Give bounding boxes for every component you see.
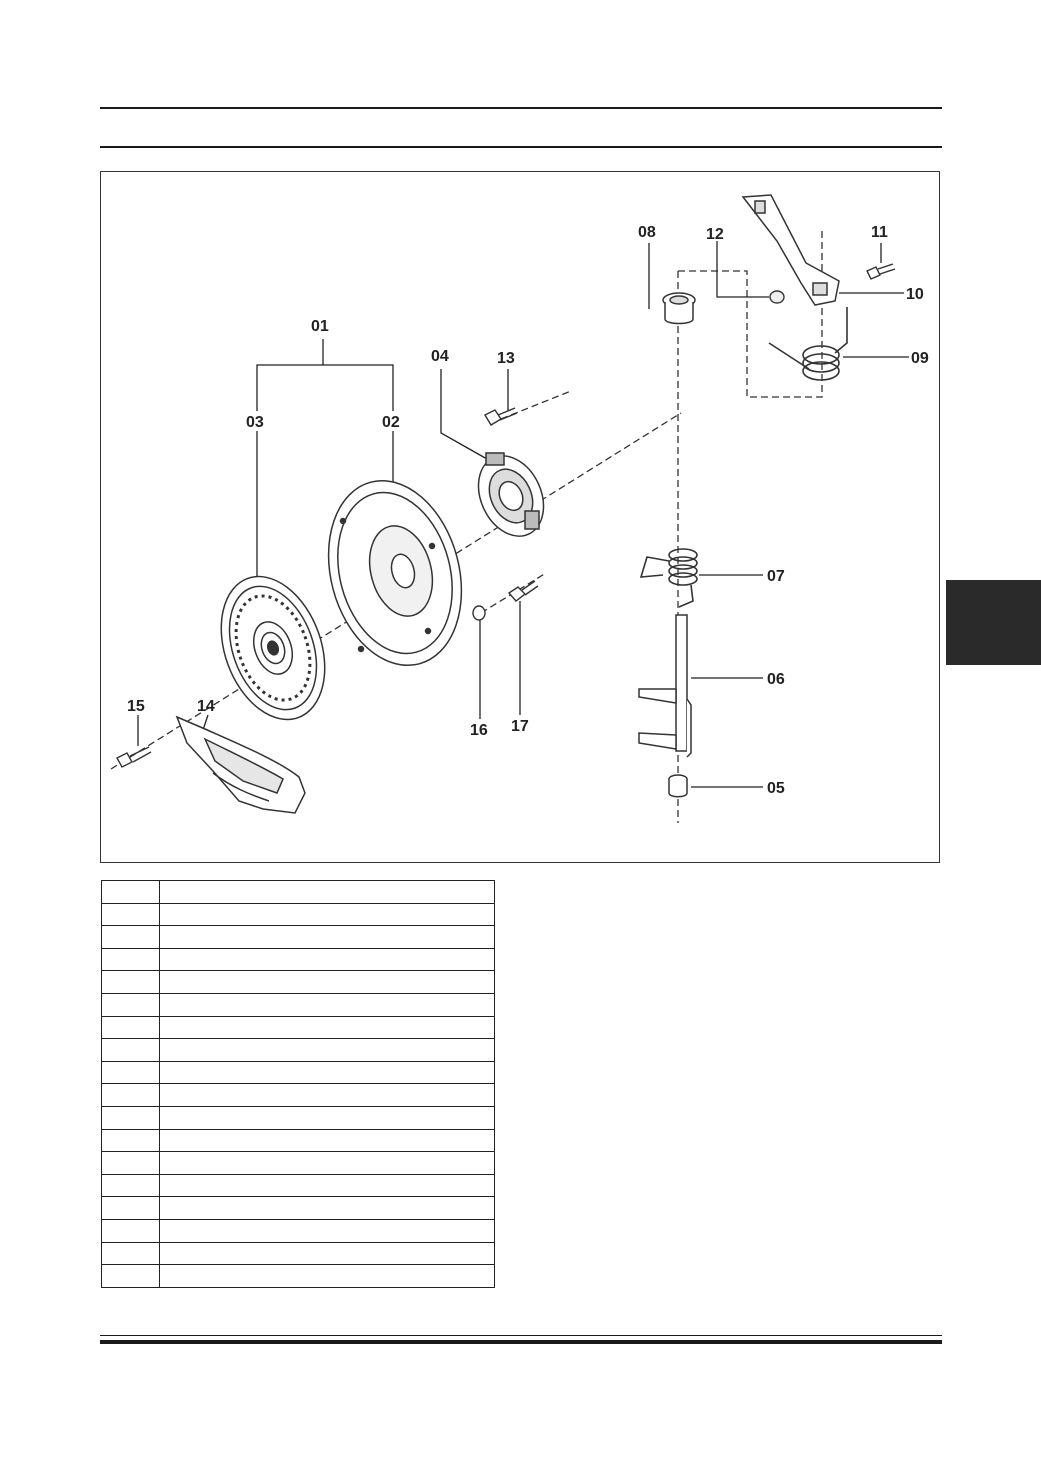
callout-11: 11 xyxy=(871,224,888,241)
table-row xyxy=(101,947,495,972)
callout-12: 12 xyxy=(706,226,724,243)
part-description-cell xyxy=(159,902,495,927)
table-row xyxy=(101,1038,495,1062)
part-description-cell xyxy=(159,880,495,904)
spring-part-07 xyxy=(639,548,698,608)
part-description-cell xyxy=(159,1264,495,1288)
header-rule-bottom xyxy=(100,146,942,148)
callout-06: 06 xyxy=(767,671,785,688)
table-row xyxy=(101,1060,495,1085)
clutch-disc-part-03 xyxy=(220,575,326,721)
part-number-cell xyxy=(101,970,160,994)
part-description-cell xyxy=(159,970,495,994)
part-number-cell xyxy=(101,1015,160,1040)
part-number-cell xyxy=(101,880,160,904)
callout-09: 09 xyxy=(911,350,929,367)
part-description-cell xyxy=(159,1218,495,1243)
parts-table xyxy=(101,880,495,1288)
part-description-cell xyxy=(159,1015,495,1040)
part-number-cell xyxy=(101,1060,160,1085)
table-row xyxy=(101,1083,495,1107)
callout-07: 07 xyxy=(767,568,785,585)
shaft-fork-part-06 xyxy=(638,614,692,758)
bush-part-08 xyxy=(662,292,696,325)
part-description-cell xyxy=(159,1038,495,1062)
part-description-cell xyxy=(159,1128,495,1153)
table-row xyxy=(101,925,495,949)
table-row xyxy=(101,970,495,994)
lever-part-10 xyxy=(741,194,840,306)
callout-16: 16 xyxy=(470,722,488,739)
part-number-cell xyxy=(101,992,160,1017)
table-row xyxy=(101,1151,495,1175)
exploded-diagram: 01 03 02 04 13 16 17 15 14 08 12 11 10 0… xyxy=(100,171,940,863)
footer-rule-thin xyxy=(100,1335,942,1336)
callout-14: 14 xyxy=(197,698,215,715)
bolt-part-17 xyxy=(507,580,539,602)
part-description-cell xyxy=(159,1151,495,1175)
callout-15: 15 xyxy=(127,698,145,715)
leader-04 xyxy=(440,369,488,460)
table-row xyxy=(101,1218,495,1243)
part-description-cell xyxy=(159,1083,495,1107)
table-row xyxy=(101,1264,495,1288)
part-number-cell xyxy=(101,1241,160,1266)
callout-17: 17 xyxy=(511,718,529,735)
cap-part-12 xyxy=(769,290,785,304)
part-description-cell xyxy=(159,1241,495,1266)
table-row xyxy=(101,992,495,1017)
part-description-cell xyxy=(159,1060,495,1085)
callout-05: 05 xyxy=(767,780,785,797)
callout-10: 10 xyxy=(906,286,924,303)
callout-03: 03 xyxy=(246,414,264,431)
section-tab-marker xyxy=(946,580,1041,665)
table-row xyxy=(101,880,495,904)
part-number-cell xyxy=(101,1173,160,1198)
table-row xyxy=(101,902,495,927)
part-description-cell xyxy=(159,1105,495,1130)
part-number-cell xyxy=(101,947,160,972)
washer-part-16 xyxy=(472,605,486,621)
table-row xyxy=(101,1015,495,1040)
part-description-cell xyxy=(159,925,495,949)
bush-part-05 xyxy=(668,774,688,798)
callout-04: 04 xyxy=(431,348,449,365)
table-row xyxy=(101,1105,495,1130)
leader-01 xyxy=(256,364,394,411)
release-bearing-part-04 xyxy=(477,452,545,537)
header-rule-top xyxy=(100,107,942,109)
part-description-cell xyxy=(159,992,495,1017)
leader-12 xyxy=(716,241,769,298)
table-row xyxy=(101,1241,495,1266)
footer-rule-thick xyxy=(100,1340,942,1344)
bolt-part-11 xyxy=(866,263,896,280)
table-row xyxy=(101,1128,495,1153)
part-number-cell xyxy=(101,1083,160,1107)
part-description-cell xyxy=(159,1196,495,1220)
callout-13: 13 xyxy=(497,350,515,367)
dashed-callout-box xyxy=(678,231,823,398)
part-number-cell xyxy=(101,1038,160,1062)
spring-part-09 xyxy=(768,307,848,381)
pressure-plate-part-02 xyxy=(327,479,463,667)
part-number-cell xyxy=(101,925,160,949)
cover-plate-part-14 xyxy=(175,715,306,814)
table-row xyxy=(101,1196,495,1220)
callout-08: 08 xyxy=(638,224,656,241)
part-number-cell xyxy=(101,1105,160,1130)
bolt-part-15 xyxy=(116,746,152,768)
part-description-cell xyxy=(159,947,495,972)
table-row xyxy=(101,1173,495,1198)
part-number-cell xyxy=(101,1218,160,1243)
part-description-cell xyxy=(159,1173,495,1198)
callout-01: 01 xyxy=(311,318,329,335)
part-number-cell xyxy=(101,1151,160,1175)
part-number-cell xyxy=(101,1128,160,1153)
bolt-part-13 xyxy=(484,407,518,426)
part-number-cell xyxy=(101,1196,160,1220)
callout-02: 02 xyxy=(382,414,400,431)
part-number-cell xyxy=(101,1264,160,1288)
part-number-cell xyxy=(101,902,160,927)
